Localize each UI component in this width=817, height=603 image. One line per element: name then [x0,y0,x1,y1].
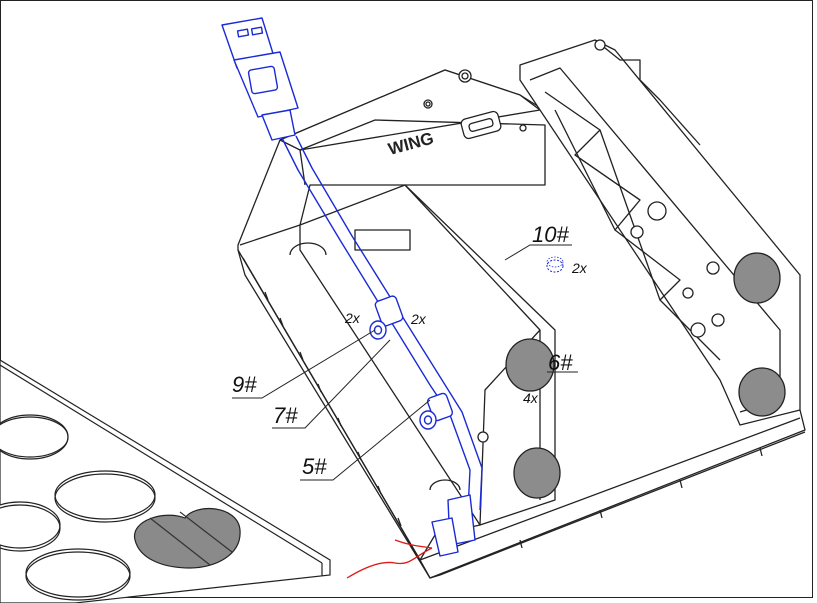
label-qty-left: 2x [344,310,361,326]
magnet [513,447,561,499]
base-plate [0,359,331,603]
label-qty-right: 2x [410,311,427,327]
pad [0,414,69,460]
red-arrow-mark [346,539,433,579]
magnets [505,252,786,499]
label-part-10-qty: 2x [571,260,588,276]
label-part-6-qty: 4x [523,390,539,406]
label-part-5: 5# [302,454,327,479]
pad [0,416,69,458]
usb-cable [221,17,483,557]
magnet [505,338,555,392]
standoff-10 [546,259,564,273]
label-part-6: 6# [548,350,573,375]
heart-pad [134,507,241,569]
magnet [738,367,786,417]
label-part-9: 9# [232,372,257,397]
label-part-10: 10# [532,222,569,247]
pad [25,551,131,601]
leader-lines [232,244,578,481]
magnet [733,252,781,304]
pad [0,504,61,552]
pad [54,470,156,520]
label-part-7: 7# [273,403,298,428]
pad [54,473,156,523]
pad [25,548,131,598]
mounting-bracket [519,39,801,426]
